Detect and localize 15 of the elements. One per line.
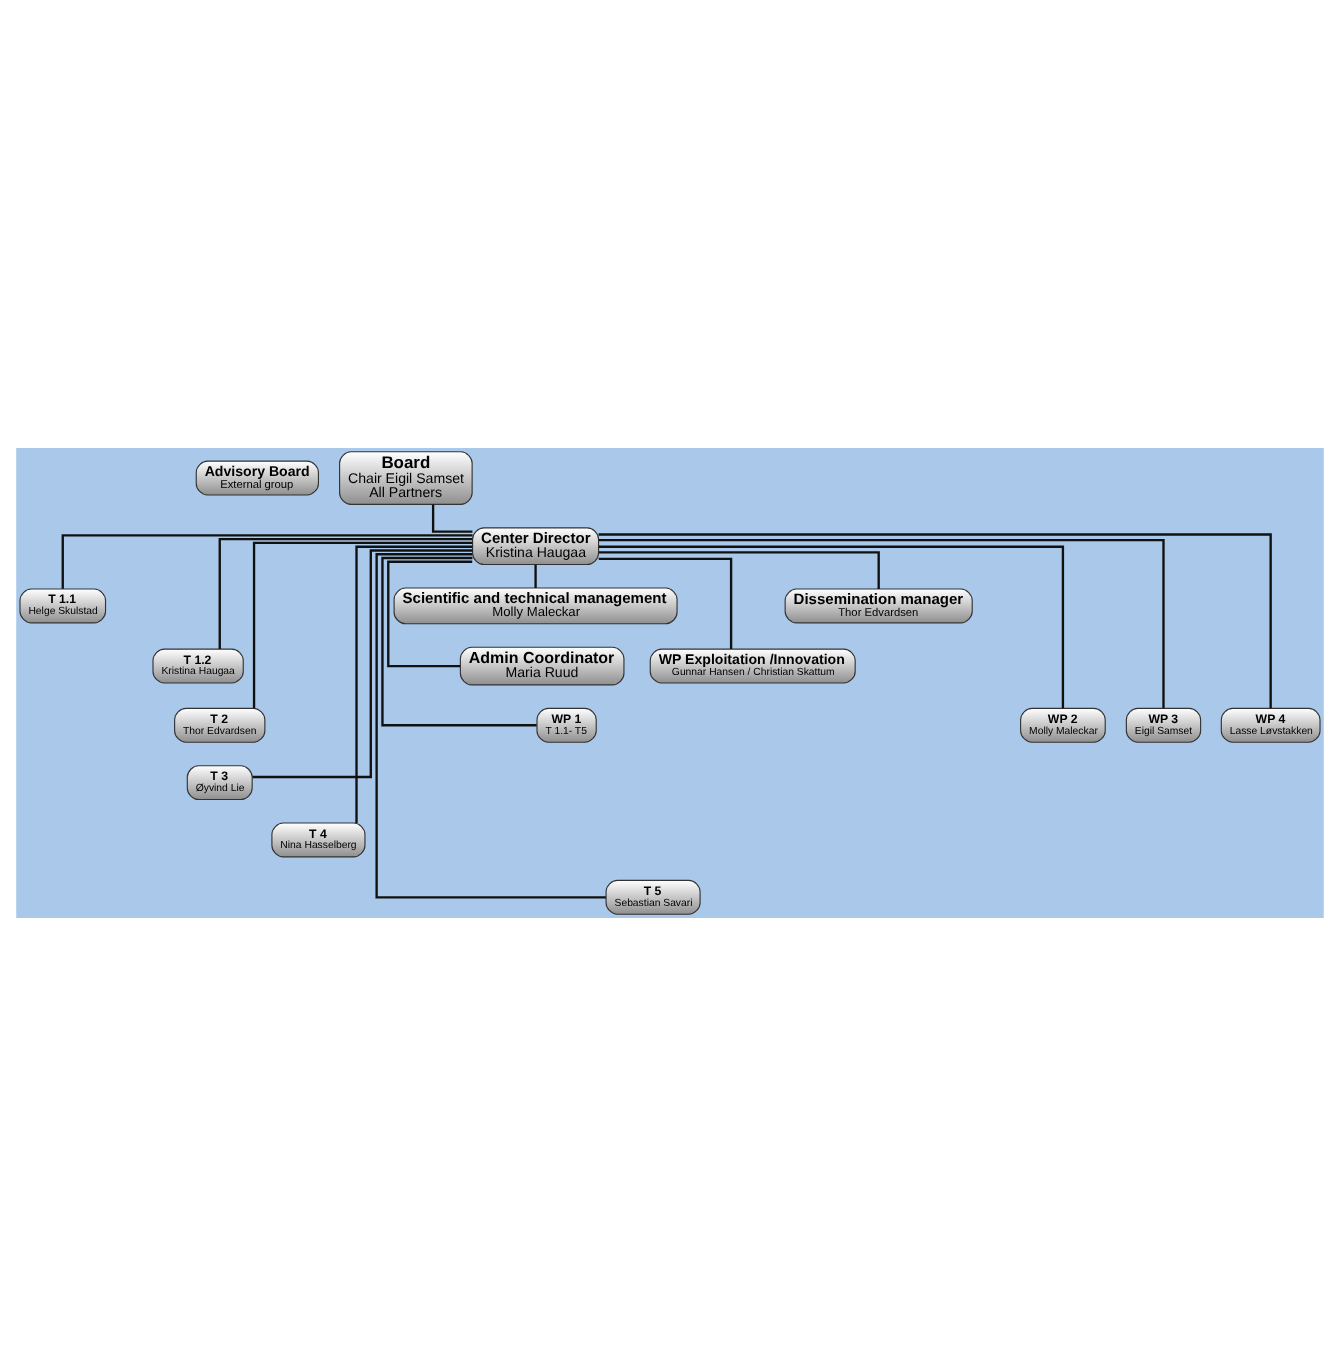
connector	[381, 556, 537, 727]
connector	[534, 564, 537, 588]
connector	[387, 560, 473, 668]
connector	[61, 534, 473, 589]
connector	[252, 541, 473, 709]
connector	[598, 557, 733, 650]
connector	[218, 538, 473, 649]
connector	[598, 538, 1165, 709]
connector	[252, 549, 473, 779]
connector	[598, 545, 1065, 709]
connector	[431, 504, 473, 533]
connector	[598, 533, 1272, 709]
connector	[355, 545, 473, 823]
connector	[598, 551, 880, 589]
connector	[375, 553, 606, 899]
